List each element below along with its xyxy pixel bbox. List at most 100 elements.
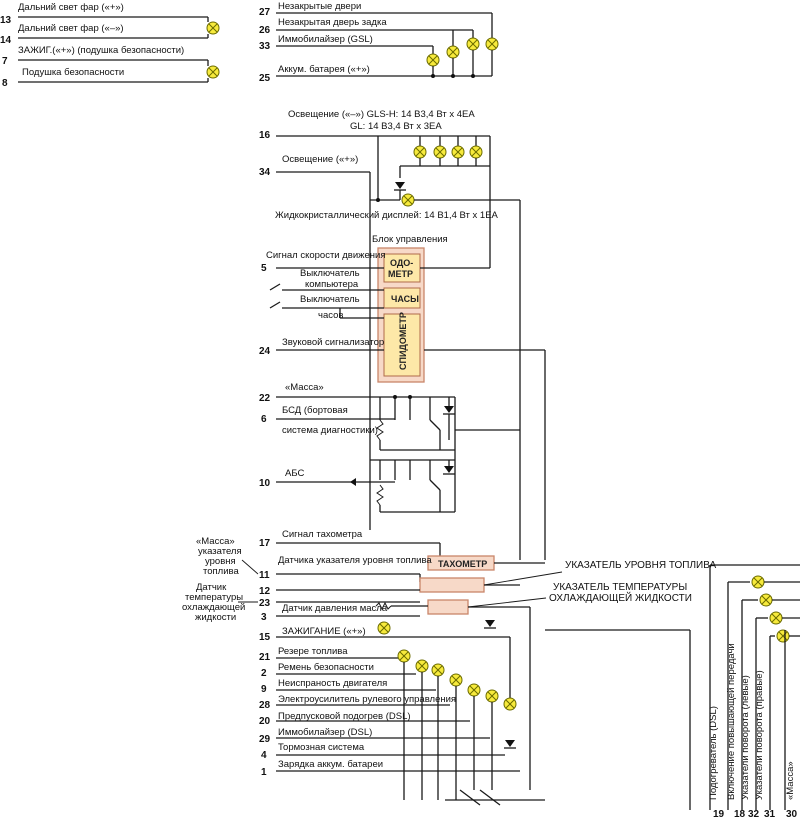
label-fuel-gauge: УКАЗАТЕЛЬ УРОВНЯ ТОПЛИВА <box>565 560 717 571</box>
label-fuel-reserve: Резере топлива <box>278 646 348 657</box>
lamp-icon <box>433 145 447 159</box>
label-clock-switch-1: Выключатель <box>300 294 360 305</box>
diagnostics-section: 22 «Масса» 6 БСД (бортовая система диагн… <box>259 200 521 560</box>
lamp-icon <box>776 629 790 643</box>
label-lcd: Жидкокристаллический дисплей: 14 В1,4 Вт… <box>275 210 499 221</box>
label-ground-right: «Масса» <box>785 761 796 800</box>
label-computer-switch-2: компьютера <box>305 279 359 290</box>
label-fuel-ground-2: указателя <box>198 546 242 557</box>
label-battery-plus: Аккум. батарея («+») <box>278 64 370 75</box>
pin-23: 23 <box>259 598 271 609</box>
label-oil-pressure: Датчик давления масла <box>282 603 388 614</box>
label-temp-sensor-1: Датчик <box>196 582 227 593</box>
label-immobilizer-gsl: Иммобилайзер (GSL) <box>278 34 373 45</box>
lamp-icon <box>466 37 480 51</box>
clock-block <box>383 287 421 309</box>
pin-33: 33 <box>259 41 271 52</box>
label-computer-switch-1: Выключатель <box>300 268 360 279</box>
label-overdrive: Включение повышающей передачи <box>726 643 737 800</box>
lamp-icon <box>759 593 773 607</box>
pin-18: 18 <box>734 809 746 820</box>
right-bottom-section: Подогреватель (DSL) Включение повышающей… <box>545 564 800 820</box>
pin-27: 27 <box>259 7 271 18</box>
label-obd-1: БСД (бортовая <box>282 405 348 416</box>
tachometer-label: ТАХОМЕТР <box>438 559 487 569</box>
lamp-icon <box>206 65 220 79</box>
clock-label: ЧАСЫ <box>391 294 419 304</box>
temp-gauge-box <box>427 599 469 615</box>
label-clock-switch-2: часов <box>318 310 343 321</box>
pin-7: 7 <box>2 56 8 67</box>
label-buzzer: Звуковой сигнализатор <box>282 337 384 348</box>
label-high-beam-plus: Дальний свет фар («+») <box>18 2 124 13</box>
lamp-icon <box>413 145 427 159</box>
top-warning-section: 27 Незакрытые двери 26 Незакрытая дверь … <box>259 1 499 84</box>
label-temp-gauge-2: ОХЛАЖДАЮЩЕЙ ЖИДКОСТИ <box>549 591 692 604</box>
label-open-tailgate: Незакрытая дверь задка <box>278 17 387 28</box>
pin-29: 29 <box>259 734 271 745</box>
speedometer-label: СПИДОМЕТР <box>398 312 408 370</box>
label-fuel-ground-1: «Масса» <box>196 536 235 547</box>
label-brake-system: Тормозная система <box>278 742 365 753</box>
lamp-icon <box>206 21 220 35</box>
speedometer-block <box>383 313 421 377</box>
lamp-icon <box>485 689 499 703</box>
pin-2: 2 <box>261 668 267 679</box>
lamp-icon <box>485 37 499 51</box>
label-immobilizer-dsl: Иммобилайзер (DSL) <box>278 727 372 738</box>
pin-10: 10 <box>259 478 271 489</box>
pin-5: 5 <box>261 263 267 274</box>
lamp-icon <box>503 697 517 711</box>
pin-14: 14 <box>0 35 12 46</box>
label-heater-dsl: Подогреватель (DSL) <box>708 706 719 800</box>
pin-21: 21 <box>259 652 271 663</box>
pin-34: 34 <box>259 167 271 178</box>
label-preheat: Предпусковой подогрев (DSL) <box>278 711 411 722</box>
pin-11: 11 <box>259 570 270 581</box>
pin-9: 9 <box>261 684 267 695</box>
label-engine-fault: Неиспраность двигателя <box>278 678 387 689</box>
lamp-icon <box>426 53 440 67</box>
fuel-gauge-box <box>419 577 485 593</box>
pin-32: 32 <box>748 809 760 820</box>
pin-3: 3 <box>261 612 267 623</box>
label-illumination-gl: GL: 14 В3,4 Вт х 3ЕА <box>350 121 442 132</box>
label-tacho-signal: Сигнал тахометра <box>282 529 363 540</box>
odometer-label-2: МЕТР <box>388 269 413 279</box>
label-fuel-ground-4: топлива <box>203 566 239 577</box>
lamp-icon <box>401 193 415 207</box>
lamp-icon <box>415 659 429 673</box>
pin-13: 13 <box>0 15 12 26</box>
lamp-icon <box>469 145 483 159</box>
pin-20: 20 <box>259 716 271 727</box>
label-turn-right: Указатели поворота (правые) <box>754 670 765 800</box>
label-ignition-airbag: ЗАЖИГ.(«+») (подушка безопасности) <box>18 45 184 56</box>
label-seat-belt: Ремень безопасности <box>278 662 374 673</box>
pin-4: 4 <box>261 750 267 761</box>
pin-30: 30 <box>786 809 798 820</box>
pin-22: 22 <box>259 393 271 404</box>
odometer-label-1: ОДО- <box>390 258 413 268</box>
label-ground: «Масса» <box>285 382 324 393</box>
lamp-icon <box>769 611 783 625</box>
label-airbag: Подушка безопасности <box>22 67 124 78</box>
pin-24: 24 <box>259 346 271 357</box>
label-illumination-plus: Освещение («+») <box>282 154 358 165</box>
lamp-icon <box>446 45 460 59</box>
pin-31: 31 <box>764 809 776 820</box>
pin-28: 28 <box>259 700 271 711</box>
lamp-icon <box>751 575 765 589</box>
label-temp-sensor-3: охлаждающей <box>182 602 245 613</box>
label-turn-left: Указатели поворота (левые) <box>740 675 751 800</box>
pin-6: 6 <box>261 414 267 425</box>
label-temp-sensor-4: жидкости <box>195 612 236 623</box>
label-power-steering: Электроусилитель рулевого управления <box>278 694 456 705</box>
pin-12: 12 <box>259 586 271 597</box>
bottom-warning-section: ЗАЖИГАНИЕ («+») 15 21 Резере топлива 2 Р… <box>259 620 545 806</box>
pin-1: 1 <box>261 767 267 778</box>
lamp-icon <box>451 145 465 159</box>
label-obd-2: система диагностики) <box>282 425 378 436</box>
pin-25: 25 <box>259 73 271 84</box>
lamp-icon <box>377 621 391 635</box>
